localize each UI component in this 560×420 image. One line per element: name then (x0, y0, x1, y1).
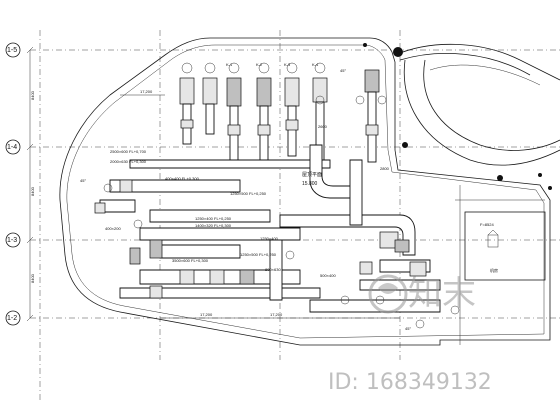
equipment-room-right: F=8524 机房 (455, 185, 546, 345)
dimension-text: 17,200 (270, 312, 283, 317)
curved-structure-right (363, 43, 560, 190)
duct-label: 400×200 (105, 226, 121, 231)
duct-label: 1250×400 (260, 236, 279, 241)
dimension-text: 8400 (30, 273, 35, 283)
level-annotations: 屋顶平面 15.800 2800 2600 45° 45° (80, 124, 411, 331)
watermark: 知末 (368, 274, 476, 314)
room-code: F=8524 (480, 222, 494, 227)
angle-label: 45° (80, 178, 86, 183)
grid-bubble-3: 1-3 (5, 232, 21, 248)
duct-label: 3500×600 FL+0,300 (172, 258, 209, 263)
duct-label: 1250×500 FL+0,250 (240, 252, 277, 257)
dimension-text: 17,200 (200, 312, 213, 317)
duct-labels: 2500×600 FL+0,700 2000×630 FL+0,300 400×… (105, 149, 336, 278)
angle-label: 45° (340, 68, 346, 73)
grid-bubble-2: 1-4 (5, 139, 21, 155)
grid-bubble-1: 1-5 (5, 42, 21, 58)
vertical-ducts (180, 91, 379, 167)
room-name: 机房 (490, 267, 498, 273)
grid-axis-label: 1-2 (7, 315, 17, 322)
grid-axis-label: 1-3 (7, 237, 17, 244)
dimension-line-bottom: 17,200 17,200 17,200 (120, 89, 400, 319)
equipment-tag: K-4 (312, 62, 319, 67)
equipment-tag: K-2 (256, 62, 263, 67)
dimension-text: 8400 (30, 90, 35, 100)
grid-bubble-4: 1-2 (5, 310, 21, 326)
grid-axis-label: 1-4 (7, 144, 17, 151)
dimension-text: 2600 (318, 124, 328, 129)
roof-level-label: 屋顶平面 (302, 172, 322, 178)
roof-elevation: 15.800 (302, 181, 318, 187)
dimension-line-left: 8400 8400 8400 (26, 46, 35, 322)
duct-label: 800×630 (265, 267, 281, 272)
dimension-text: 8400 (30, 186, 35, 196)
watermark-logo-text: 知末 (408, 274, 476, 314)
angle-label: 45° (405, 326, 411, 331)
ahu-row-top: K-1 K-2 K-3 K-4 45° (179, 62, 380, 107)
dimension-text: 17,200 (140, 89, 153, 94)
equipment-tag: K-1 (226, 62, 233, 67)
equipment-lower (94, 95, 460, 329)
equipment-tag: K-3 (284, 62, 291, 67)
duct-label: 1250×500 FL+0,250 (230, 191, 267, 196)
duct-label: 500×400 (320, 273, 336, 278)
dimension-text: 2800 (380, 166, 390, 171)
duct-label: 1250×400 FL+0,250 (195, 216, 232, 221)
watermark-id: ID: 168349132 (328, 370, 492, 395)
duct-label: 2000×630 FL+0,300 (110, 159, 147, 164)
duct-label: 1400×320 FL+0,300 (195, 223, 232, 228)
duct-label: 2500×600 FL+0,700 (110, 149, 147, 154)
grid-axis-label: 1-5 (7, 47, 17, 54)
duct-label: 400×400 FL+0,300 (165, 176, 200, 181)
building-outline (59, 37, 551, 346)
